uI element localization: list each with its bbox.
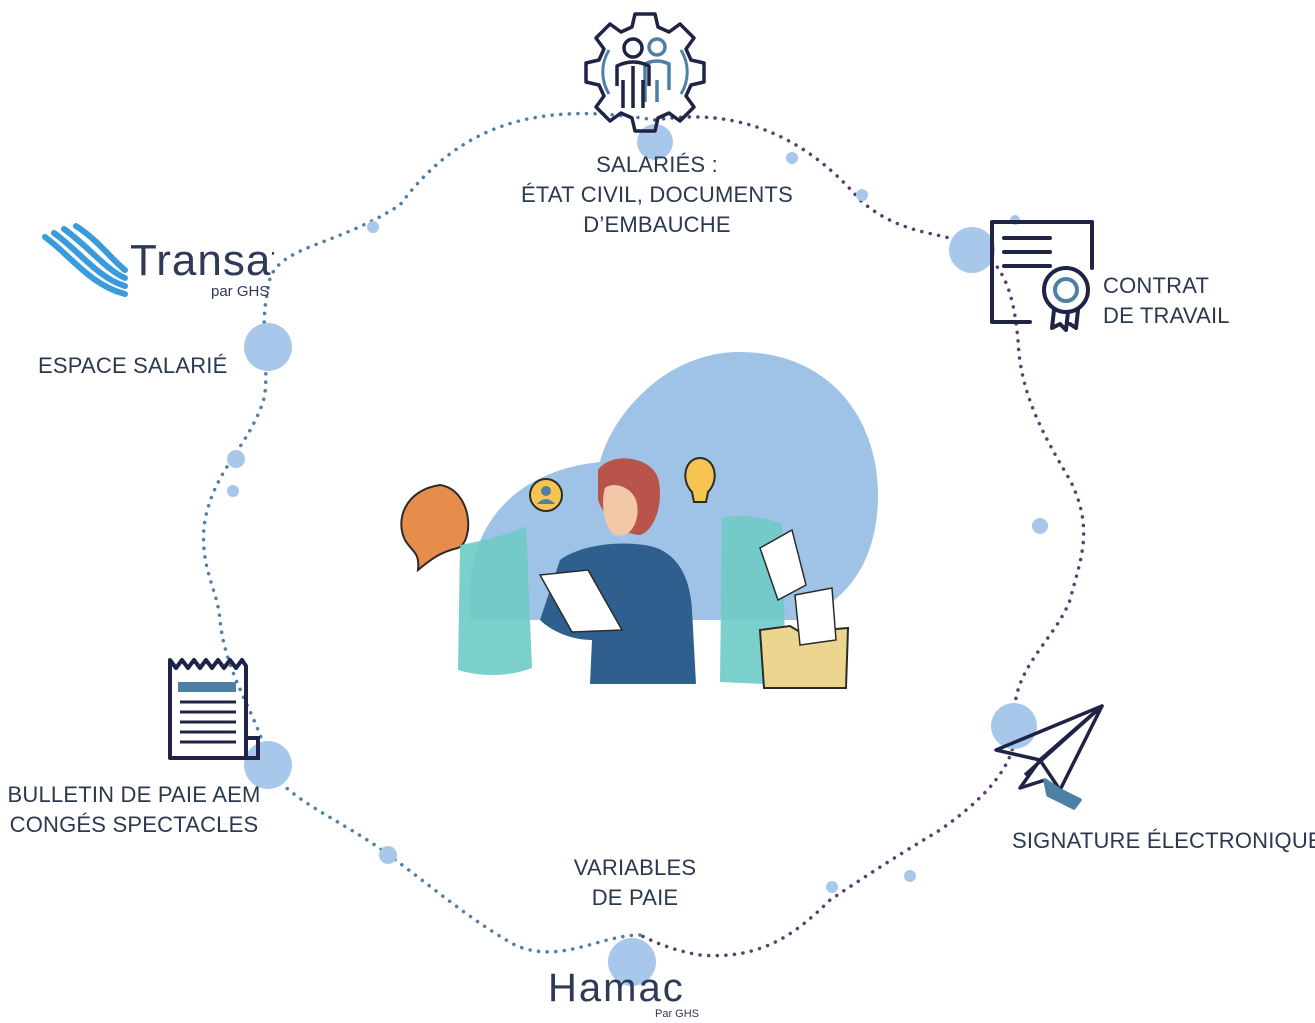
dot-contrat [949,227,995,273]
gear-people-icon [584,12,706,133]
dot-small [856,189,868,201]
hamac-logo-tagline: Par GHS [655,1008,700,1020]
ring-segment-left [201,111,657,954]
dot-espace [244,323,292,371]
node-espace: ESPACE SALARIÉ [38,351,227,381]
ring-segment-right [638,115,1086,958]
transat-logo-tagline: par GHS [211,283,270,300]
dot-small [367,221,379,233]
left-panel [458,526,532,676]
node-salaries-line-3: D’EMBAUCHE [583,212,731,237]
dot-small [227,450,245,468]
node-contrat-line-2: DE TRAVAIL [1103,303,1230,328]
dot-small [826,881,838,893]
node-contrat-line-1: CONTRAT [1103,273,1210,298]
dot-small [904,870,916,882]
node-variables-line-2: DE PAIE [591,885,679,910]
node-bulletin-line-2: CONGÉS SPECTACLES [9,812,259,837]
node-salaries-line-1: SALARIÉS : [596,152,718,177]
paper-plane-icon [994,704,1104,810]
central-illustration [400,351,879,689]
lightbulb-icon [684,456,716,503]
node-espace-line-1: ESPACE SALARIÉ [38,353,228,378]
node-variables: VARIABLES DE PAIE [535,853,735,913]
transat-logo-name: Transat [130,236,274,285]
dot-top [637,124,673,160]
node-signature-line-1: SIGNATURE ÉLECTRONIQUE [1012,828,1315,853]
node-bulletin: BULLETIN DE PAIE AEM CONGÉS SPECTACLES [4,780,264,840]
dotted-ring [201,111,1086,958]
avatar-badge [529,478,563,512]
node-bulletin-line-1: BULLETIN DE PAIE AEM [7,782,261,807]
woman-figure [538,458,696,684]
ring-dots [227,124,1048,986]
dot-small [786,152,798,164]
payslip-receipt-icon [168,658,260,760]
paper-sheet [794,587,837,646]
hamac-logo-name: Hamac [548,966,685,1010]
dot-small [1032,518,1048,534]
node-salaries: SALARIÉS : ÉTAT CIVIL, DOCUMENTS D’EMBAU… [500,150,814,240]
node-signature: SIGNATURE ÉLECTRONIQUE [1012,826,1315,856]
dot-small [379,846,397,864]
dot-hamac [608,938,656,986]
node-contrat: CONTRAT DE TRAVAIL [1103,271,1230,331]
contract-certificate-icon [990,220,1094,332]
dot-small [227,485,239,497]
paper-sheet [759,528,807,602]
node-variables-line-1: VARIABLES [573,855,697,880]
speech-bubble [400,483,470,573]
transat-logo-mark [42,223,128,297]
node-salaries-line-2: ÉTAT CIVIL, DOCUMENTS [521,182,793,207]
